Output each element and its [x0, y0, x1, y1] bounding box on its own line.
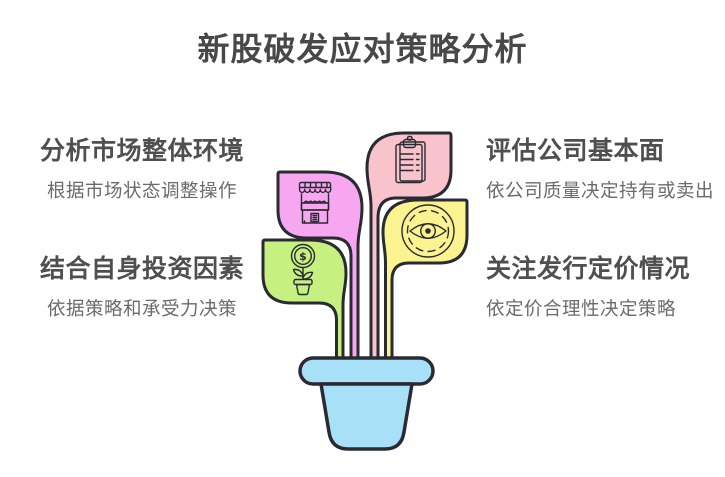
strategy-heading: 评估公司基本面 [486, 137, 665, 165]
page-title: 新股破发应对策略分析 [197, 31, 528, 67]
plant-pot-illustration: $ [261, 131, 469, 451]
market-stall-icon [298, 181, 332, 224]
dollar-glyph: $ [299, 250, 307, 263]
strategy-heading: 分析市场整体环境 [39, 137, 244, 165]
leaf-money [261, 238, 348, 367]
pot-body [319, 382, 414, 451]
strategy-subtext: 根据市场状态调整操作 [46, 180, 237, 201]
money-plant-icon: $ [290, 243, 316, 296]
strategy-subtext: 依定价合理性决定策略 [486, 298, 677, 319]
strategy-block-bottom-right: 关注发行定价情况 依定价合理性决定策略 [486, 255, 721, 320]
strategy-block-bottom-left: 结合自身投资因素 依据策略和承受力决策 [8, 255, 276, 320]
strategy-block-top-left: 分析市场整体环境 根据市场状态调整操作 [8, 137, 276, 202]
strategy-subtext: 依据策略和承受力决策 [46, 298, 237, 319]
strategy-subtext: 依公司质量决定持有或卖出 [486, 180, 715, 201]
clipboard-icon [395, 135, 426, 184]
strategy-heading: 结合自身投资因素 [39, 255, 244, 283]
leaf-clipboard [365, 131, 453, 367]
eye-icon [401, 204, 455, 258]
strategy-heading: 关注发行定价情况 [486, 255, 691, 283]
pot-rim [298, 356, 435, 386]
strategy-block-top-right: 评估公司基本面 依公司质量决定持有或卖出 [486, 137, 721, 202]
leaf-market [276, 170, 364, 367]
